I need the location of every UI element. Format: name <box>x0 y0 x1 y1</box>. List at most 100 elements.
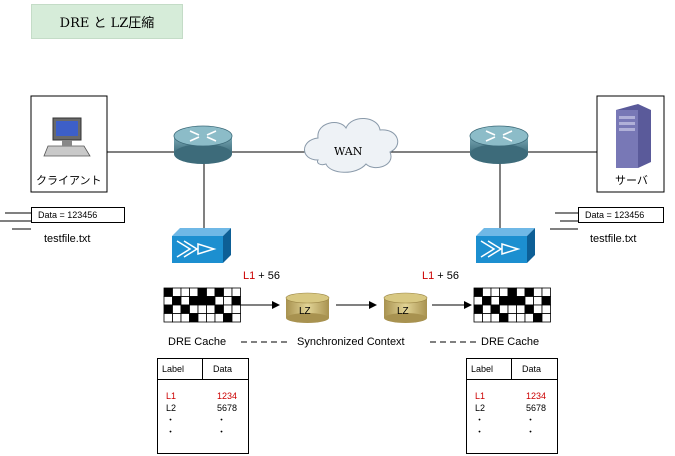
cache-cell <box>163 313 173 323</box>
cache-cell <box>197 304 207 314</box>
cache-cell <box>163 287 173 297</box>
table-row: L2 5678 <box>467 402 557 414</box>
left-dre-cache-label: DRE Cache <box>168 336 227 348</box>
row-data: 5678 <box>217 403 238 413</box>
cache-cell <box>189 304 199 314</box>
left-dre-cache-grid <box>163 287 241 323</box>
row-data: 5678 <box>526 403 547 413</box>
table-row: ・ ・ <box>158 414 248 426</box>
cache-cell <box>163 296 173 306</box>
cache-cell <box>482 313 492 323</box>
row-label: L2 <box>475 403 486 413</box>
row-label: ・ <box>166 427 176 437</box>
cache-cell <box>499 313 509 323</box>
cache-cell <box>507 296 517 306</box>
table-row: L1 1234 <box>158 390 248 402</box>
cache-cell <box>197 296 207 306</box>
header-data: Data <box>522 364 542 374</box>
right-dre-cache-grid <box>473 287 551 323</box>
cache-cell <box>490 304 500 314</box>
cache-cell <box>172 304 182 314</box>
cache-cell <box>482 296 492 306</box>
cache-cell <box>499 287 509 297</box>
cache-cell <box>516 313 526 323</box>
row-label: L1 <box>475 391 486 401</box>
right-signature-token: L1 <box>422 270 435 282</box>
cache-cell <box>507 304 517 314</box>
cache-cell <box>499 296 509 306</box>
cache-cell <box>490 313 500 323</box>
row-label: L1 <box>166 391 177 401</box>
cache-cell <box>473 296 483 306</box>
cache-cell <box>516 304 526 314</box>
cache-cell <box>541 287 551 297</box>
cache-cell <box>180 287 190 297</box>
cache-cell <box>223 313 233 323</box>
cache-cell <box>482 287 492 297</box>
right-file-data-box: Data = 123456 <box>578 207 664 223</box>
cache-cell <box>499 304 509 314</box>
cache-cell <box>180 304 190 314</box>
diagram-title: DRE と LZ圧縮 <box>31 4 183 39</box>
cache-cell <box>172 296 182 306</box>
cache-cell <box>180 296 190 306</box>
server-label: サーバ <box>615 175 648 187</box>
synchronized-context-label: Synchronized Context <box>297 336 405 348</box>
cache-cell <box>231 287 241 297</box>
cache-cell <box>490 296 500 306</box>
row-label: ・ <box>475 415 485 425</box>
cache-cell <box>516 287 526 297</box>
cache-cell <box>223 304 233 314</box>
right-cache-table: Label Data L1 1234 L2 5678 ・ ・ ・ ・ <box>466 358 558 454</box>
cache-cell <box>516 296 526 306</box>
left-lz-label: LZ <box>299 306 311 317</box>
cache-cell <box>189 287 199 297</box>
table-row: ・ ・ <box>158 426 248 438</box>
table-row: L1 1234 <box>467 390 557 402</box>
header-label: Label <box>158 359 203 379</box>
cache-cell <box>507 313 517 323</box>
cache-cell <box>189 313 199 323</box>
table-row: L2 5678 <box>158 402 248 414</box>
server-icon <box>616 104 651 168</box>
cache-cell <box>214 313 224 323</box>
cache-cell <box>524 296 534 306</box>
cache-cell <box>180 313 190 323</box>
row-label: ・ <box>475 427 485 437</box>
cache-cell <box>524 313 534 323</box>
right-router-icon <box>469 125 529 164</box>
left-signature: L1 + 56 <box>243 270 280 282</box>
right-lz-disk-icon <box>383 292 428 323</box>
cache-cell <box>172 313 182 323</box>
left-router-icon <box>173 125 233 164</box>
cache-cell <box>490 287 500 297</box>
cache-cell <box>214 304 224 314</box>
table-row: ・ ・ <box>467 426 557 438</box>
left-signature-rest: + 56 <box>255 270 281 282</box>
right-file-name: testfile.txt <box>590 233 637 245</box>
cache-cell <box>206 313 216 323</box>
cache-cell <box>473 287 483 297</box>
cache-cell <box>223 296 233 306</box>
cache-cell <box>214 296 224 306</box>
left-wae-accelerator-icon <box>172 228 231 263</box>
left-signature-token: L1 <box>243 270 256 282</box>
table-row: ・ ・ <box>467 414 557 426</box>
row-label: ・ <box>166 415 176 425</box>
cache-cell <box>163 304 173 314</box>
left-file-data-box: Data = 123456 <box>31 207 125 223</box>
row-data: ・ <box>526 427 536 437</box>
cache-cell <box>524 304 534 314</box>
cache-cell <box>197 313 207 323</box>
table-header: Label Data <box>467 359 557 380</box>
row-data: 1234 <box>526 391 547 401</box>
cache-cell <box>533 287 543 297</box>
row-data: 1234 <box>217 391 238 401</box>
cache-cell <box>231 313 241 323</box>
header-label: Label <box>467 359 512 379</box>
wan-label: WAN <box>334 145 363 158</box>
row-data: ・ <box>217 415 227 425</box>
client-label: クライアント <box>36 175 102 187</box>
cache-cell <box>214 287 224 297</box>
cache-cell <box>473 313 483 323</box>
